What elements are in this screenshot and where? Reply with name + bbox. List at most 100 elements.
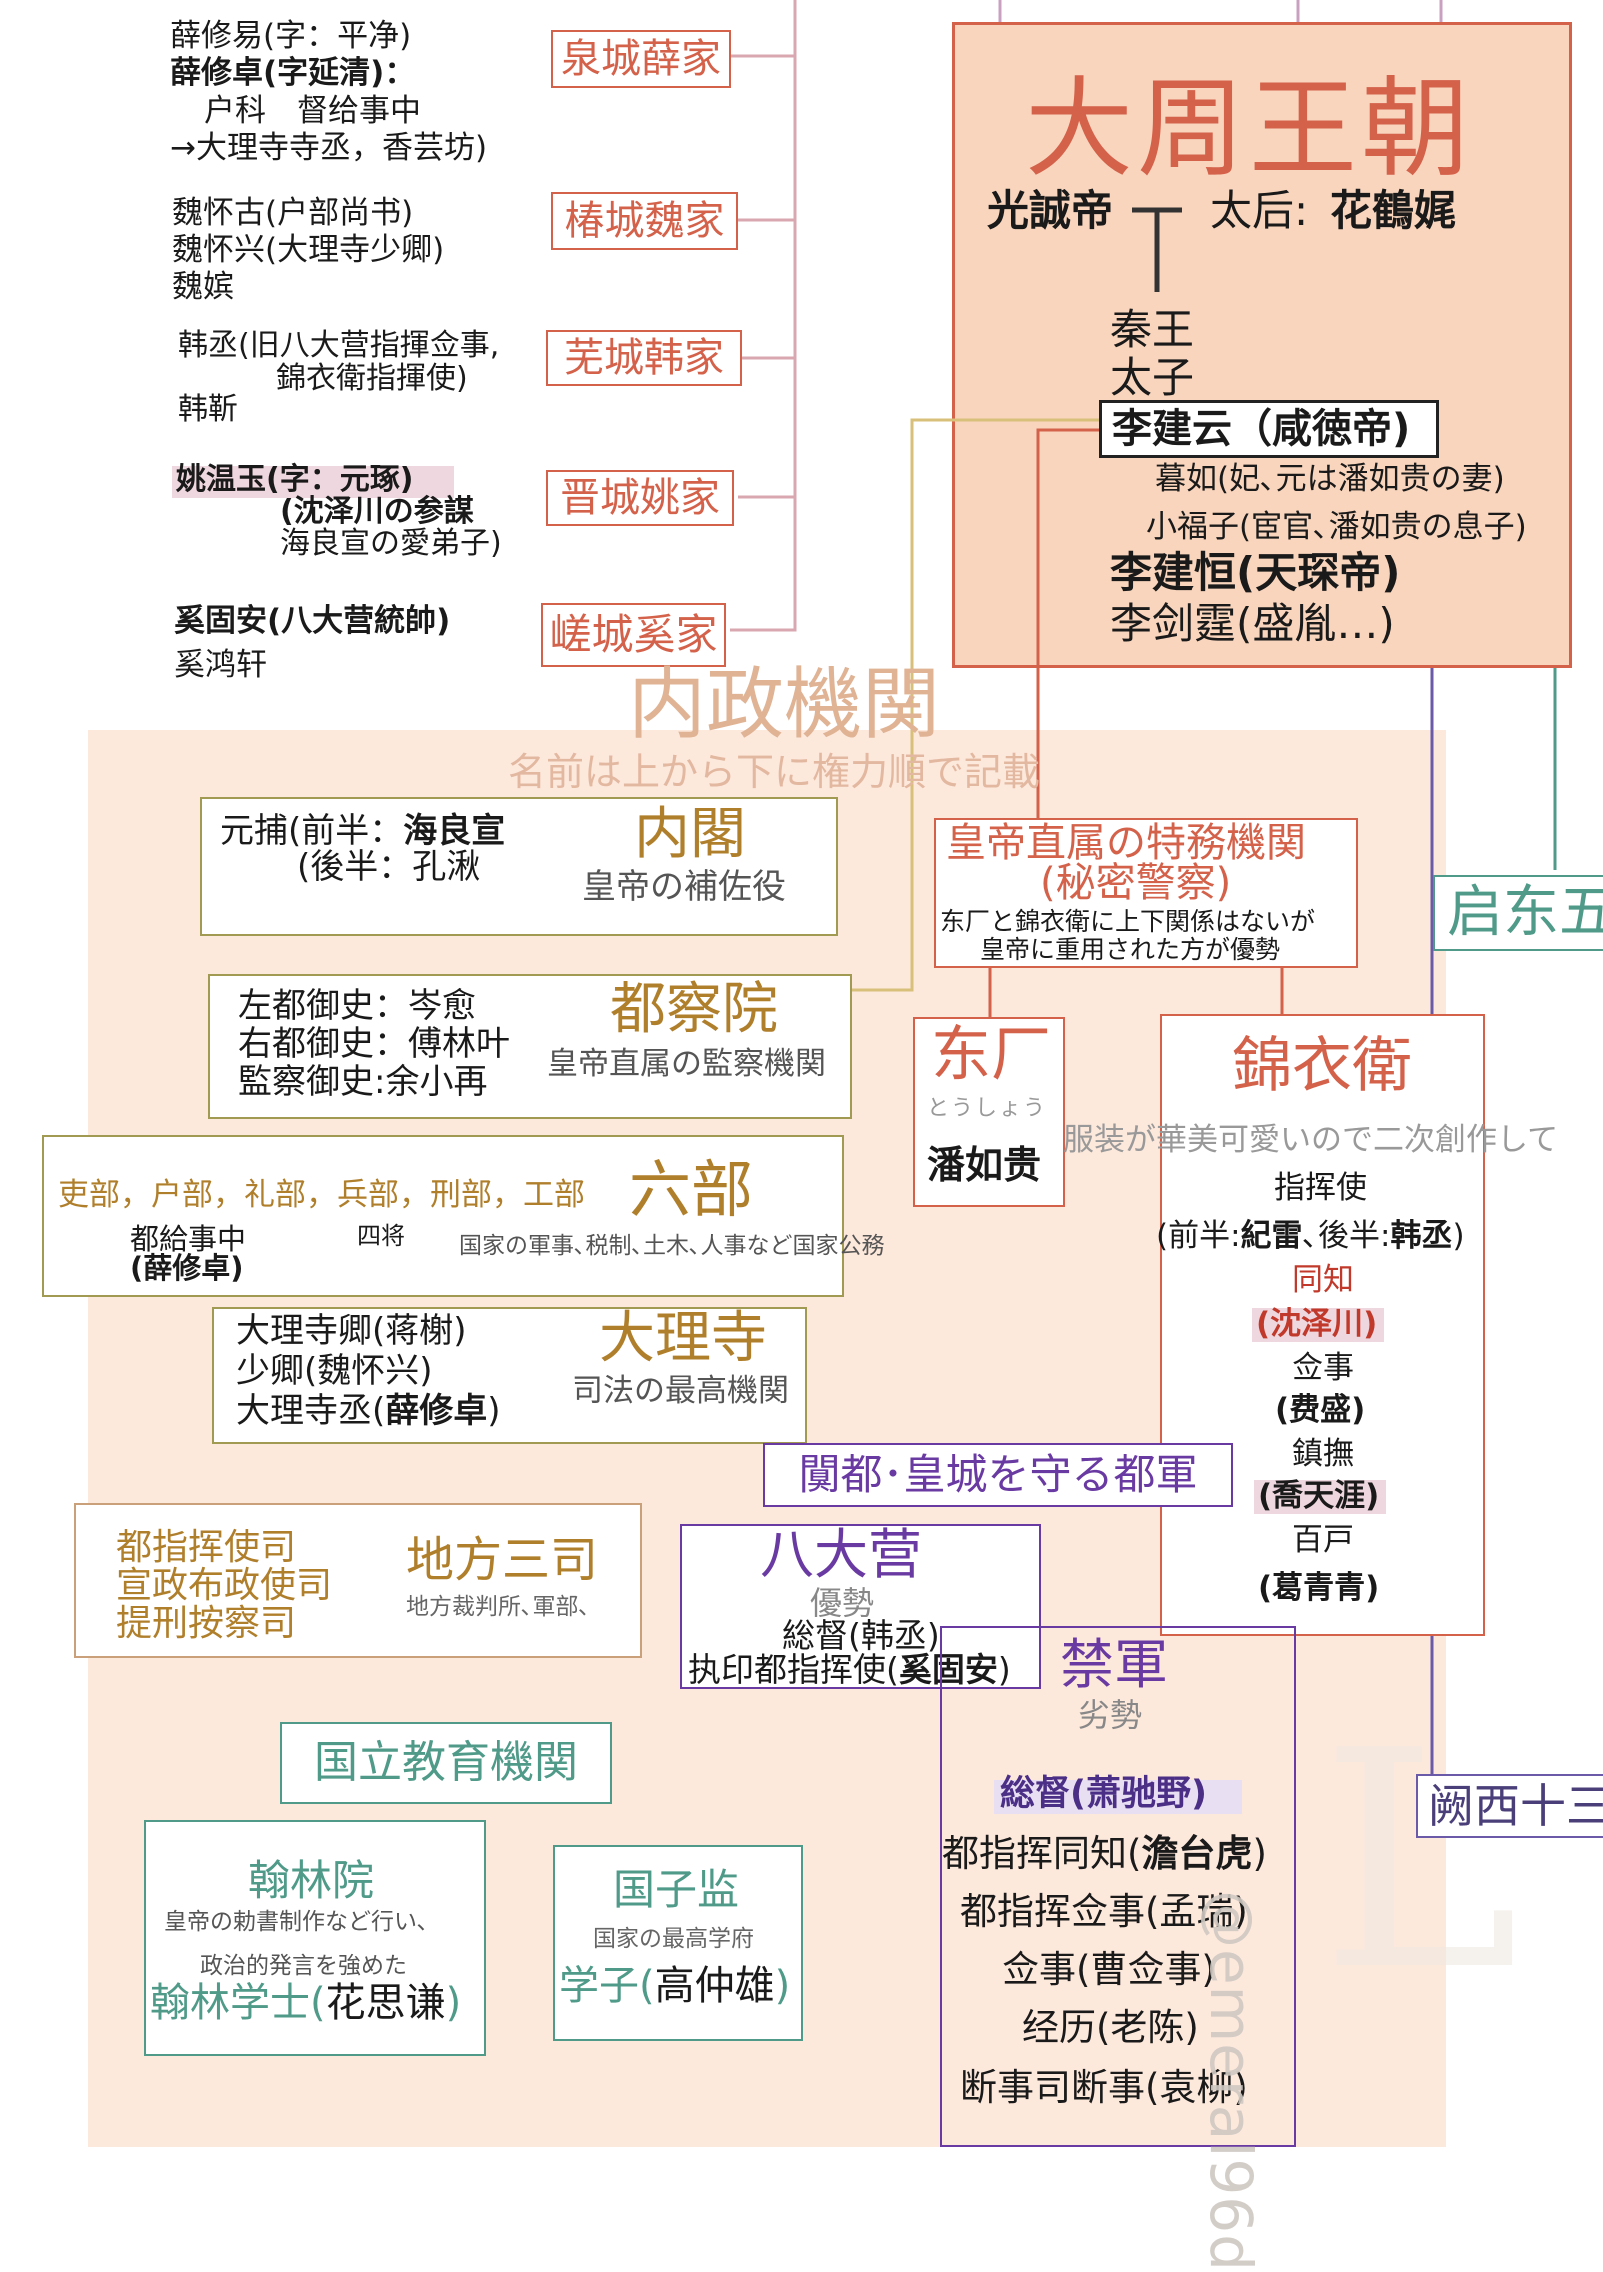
dowager-prefix: 太后: bbox=[1210, 186, 1309, 235]
highlight bbox=[1252, 1308, 1384, 1342]
neige-desc: 皇帝の補佐役 bbox=[582, 867, 786, 907]
liubu-title: 六部 bbox=[629, 1153, 754, 1226]
current-emperor: 李建云（咸徳帝) bbox=[1099, 400, 1439, 458]
family-label: 嵯城奚家 bbox=[541, 603, 726, 667]
liubu-sub: 四将 bbox=[357, 1222, 405, 1250]
dongchang-box: 东厂 とうしょう 潘如贵 bbox=[913, 1017, 1065, 1207]
difang-line: 都指挥使司 bbox=[116, 1527, 297, 1568]
family-member: 海良宣の愛弟子) bbox=[280, 526, 502, 561]
family-member: 魏怀古(户部尚书) bbox=[172, 195, 414, 231]
watermark-logo: L bbox=[1320, 1687, 1520, 2036]
family-member: 錦衣衛指揮使) bbox=[276, 361, 468, 396]
dalisi-title: 大理寺 bbox=[599, 1306, 767, 1371]
guozijian-person: 学子(高仲雄) bbox=[559, 1963, 791, 2009]
hanlin-desc: 皇帝の勅書制作など行い､ bbox=[164, 1909, 429, 1935]
neige-line: 元捕(前半：海良宣 bbox=[220, 811, 506, 851]
difang-line: 宣政布政使司 bbox=[116, 1565, 333, 1606]
badaying-status: 優勢 bbox=[810, 1584, 875, 1622]
connector-lines bbox=[730, 0, 1557, 1795]
badaying-line: 総督(韩丞) bbox=[782, 1616, 940, 1655]
highlight bbox=[172, 466, 454, 498]
difang-title: 地方三司 bbox=[406, 1532, 599, 1588]
liubu-sub: 都給事中 bbox=[130, 1222, 247, 1256]
neige-box: 元捕(前半：海良宣 (後半：孔湫 内閣 皇帝の補佐役 bbox=[200, 797, 838, 936]
family-member: (沈泽川の参謀 bbox=[280, 494, 474, 529]
family-member: 魏怀兴(大理寺少卿) bbox=[172, 232, 445, 268]
family-member: 奚鸿轩 bbox=[174, 647, 267, 683]
tokumu-title: (秘密警察) bbox=[1040, 860, 1232, 906]
jinyiwei-rank: 同知 bbox=[1292, 1262, 1354, 1298]
guozijian-box: 国子监 国家の最高学府 学子(高仲雄) bbox=[553, 1845, 803, 2041]
family-label: 芜城韩家 bbox=[546, 330, 742, 386]
highlight bbox=[994, 1780, 1242, 1814]
dalisi-line: 大理寺卿(蒋榭) bbox=[236, 1311, 467, 1351]
tokumu-box: 皇帝直属の特務機関 (秘密警察) 东厂と錦衣衛に上下関係はないが 皇帝に重用され… bbox=[934, 818, 1358, 968]
family-member: →大理寺寺丞，香芸坊) bbox=[170, 130, 488, 166]
jinjun-line: 総督(萧驰野) bbox=[1000, 1774, 1207, 1814]
family-label: 椿城魏家 bbox=[551, 192, 738, 250]
badaying-title: 八大营 bbox=[760, 1523, 922, 1586]
family-member: 奚固安(八大营統帥) bbox=[174, 603, 451, 639]
jinyiwei-rank: (费盛) bbox=[1275, 1392, 1366, 1428]
heir: 太子 bbox=[1110, 353, 1195, 402]
dongchang-title: 东厂 bbox=[931, 1020, 1051, 1090]
jinjun-line: 都指挥同知(澹台虎) bbox=[942, 1832, 1267, 1875]
jinyiwei-rank: 佥事 bbox=[1292, 1350, 1354, 1386]
duchayuan-line: 監察御史:余小再 bbox=[238, 1062, 488, 1102]
hanlin-person: 翰林学士(花思谦) bbox=[150, 1980, 462, 2026]
jinyiwei-title: 錦衣衛 bbox=[1232, 1031, 1412, 1101]
duchayuan-desc: 皇帝直属の監察機関 bbox=[547, 1046, 826, 1082]
dynasty-title: 大周王朝 bbox=[1025, 67, 1474, 192]
hanlin-title: 翰林院 bbox=[248, 1856, 375, 1905]
duchayuan-line: 左都御史：岑愈 bbox=[238, 986, 476, 1026]
jinjun-line: 都指挥佥事(孟瑞) bbox=[960, 1890, 1248, 1933]
eunuch: 小福子(宦官､潘如贵の息子) bbox=[1146, 509, 1527, 545]
jinjun-line: 断事司断事(袁柳) bbox=[960, 2066, 1248, 2109]
liubu-desc: 国家の軍事､税制､土木､人事など国家公務 bbox=[459, 1233, 885, 1259]
jinjun-status: 劣勢 bbox=[1078, 1696, 1143, 1734]
badaying-box: 八大营 優勢 総督(韩丞) 执印都指挥使(奚固安) bbox=[680, 1524, 1041, 1689]
jinjun-box: 禁軍 劣勢 総督(萧驰野) 都指挥同知(澹台虎) 都指挥佥事(孟瑞) 佥事(曹佥… bbox=[940, 1626, 1296, 2147]
edu-label: 国立教育機関 bbox=[280, 1722, 612, 1804]
badaying-line: 执印都指挥使(奚固安) bbox=[688, 1650, 1011, 1689]
jinjun-title: 禁軍 bbox=[1060, 1633, 1168, 1696]
duchayuan-box: 左都御史：岑愈 右都御史：傅林叶 監察御史:余小再 都察院 皇帝直属の監察機関 bbox=[208, 974, 852, 1119]
highlight bbox=[1254, 1480, 1386, 1514]
dalisi-line: 大理寺丞(薛修卓) bbox=[236, 1391, 501, 1431]
family-member: 户科 督给事中 bbox=[204, 93, 421, 129]
dongchang-head: 潘如贵 bbox=[927, 1143, 1042, 1187]
family-label: 晋城姚家 bbox=[546, 470, 734, 526]
naisei-subtitle: 名前は上から下に権力順で記載 bbox=[508, 750, 1041, 794]
liubu-box: 吏部，户部，礼部，兵部，刑部，工部 都給事中 (薛修卓) 四将 六部 国家の軍事… bbox=[42, 1135, 885, 1297]
difang-box: 都指挥使司 宣政布政使司 提刑按察司 地方三司 地方裁判所､軍部､ bbox=[74, 1503, 642, 1658]
dowager: 花鶴娓 bbox=[1330, 186, 1457, 235]
dalisi-line: 少卿(魏怀兴) bbox=[236, 1351, 433, 1391]
later-emperor: 李剑霆(盛胤…) bbox=[1110, 599, 1395, 648]
family-member: 薛修卓(字延清)： bbox=[170, 55, 416, 91]
jinjun-line: 佥事(曹佥事) bbox=[1002, 1948, 1216, 1991]
tokumu-desc: 东厂と錦衣衛に上下関係はないが bbox=[940, 907, 1316, 936]
jinyiwei-rank: (沈泽川) bbox=[1256, 1306, 1378, 1342]
family-member: 魏嫔 bbox=[172, 269, 234, 305]
capital-banner: 闃都･皇城を守る都軍 bbox=[763, 1443, 1233, 1507]
side-label-kuoxi: 阙西十三 bbox=[1416, 1774, 1603, 1838]
jinyiwei-rank: (喬天涯) bbox=[1258, 1478, 1380, 1514]
jinyiwei-box: 錦衣衛 指挥使 (前半:紀雷､後半:韩丞) 同知 (沈泽川) 佥事 (费盛) 鎮… bbox=[1156, 1014, 1485, 1636]
jinjun-line: 经历(老陈) bbox=[1022, 2006, 1199, 2049]
family-member: 姚温玉(字：元琢) bbox=[176, 462, 414, 497]
naisei-title: 内政機関 bbox=[628, 660, 941, 750]
difang-desc: 地方裁判所､軍部､ bbox=[406, 1594, 590, 1620]
family-member: 韩丞(旧八大营指揮佥事, bbox=[178, 328, 500, 363]
liubu-sub: (薛修卓) bbox=[130, 1251, 244, 1285]
jinyiwei-rank: 鎮撫 bbox=[1292, 1436, 1354, 1472]
consort: 暮如(妃､元は潘如贵の妻) bbox=[1155, 461, 1505, 497]
neige-title: 内閣 bbox=[634, 802, 746, 867]
hanlin-box: 翰林院 皇帝の勅書制作など行い､ 政治的発言を強めた 翰林学士(花思谦) bbox=[144, 1820, 486, 2056]
jinyiwei-rank: 指挥使 bbox=[1274, 1170, 1367, 1206]
duchayuan-line: 右都御史：傅林叶 bbox=[238, 1024, 510, 1064]
jinyiwei-note: 服装が華美可愛いので二次創作して bbox=[1063, 1122, 1559, 1158]
heir: 秦王 bbox=[1110, 305, 1195, 354]
family-label: 泉城薛家 bbox=[551, 30, 731, 88]
jinyiwei-rank: 百戸 bbox=[1292, 1522, 1354, 1558]
tokumu-title: 皇帝直属の特務機関 bbox=[946, 820, 1306, 866]
